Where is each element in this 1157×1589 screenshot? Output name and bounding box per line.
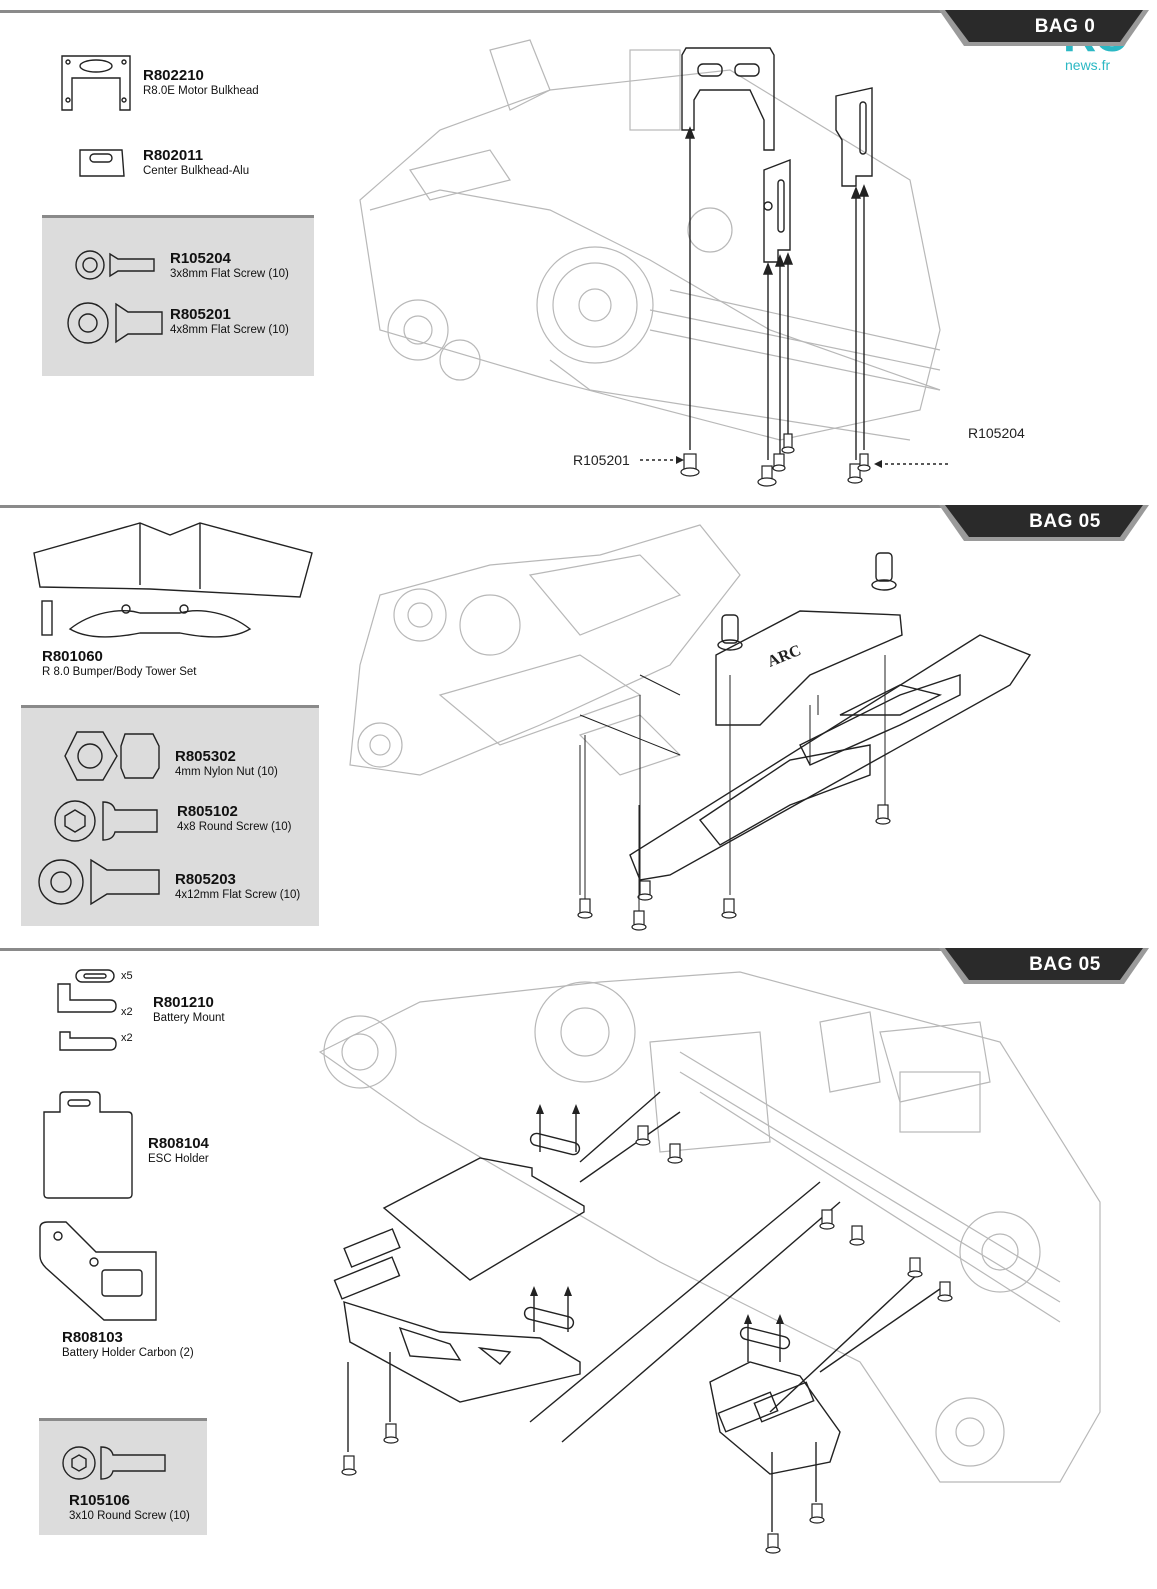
assembly-diagram-bumper: ARC xyxy=(349,524,1032,931)
part-code: R801060 xyxy=(42,648,103,665)
callout-label: R105204 xyxy=(968,425,1025,441)
part-name: Battery Mount xyxy=(153,1012,225,1024)
part-name: Battery Holder Carbon (2) xyxy=(62,1347,194,1359)
part-code: R105204 xyxy=(170,250,231,267)
qty-label: x2 xyxy=(121,1006,133,1018)
part-name: 4mm Nylon Nut (10) xyxy=(175,766,278,778)
battery-holder-carbon-icon xyxy=(39,1221,157,1321)
assembly-diagram-battery-esc xyxy=(318,971,1101,1554)
assembly-diagram-motor-bulkhead xyxy=(359,39,950,487)
part-code: R805102 xyxy=(177,803,238,820)
part-name: 3x10 Round Screw (10) xyxy=(69,1510,190,1522)
hardware-box: R805302 4mm Nylon Nut (10) R805102 4x8 R… xyxy=(21,705,319,926)
section-1: BAG 0 R802210 R8.0E Motor Bulkhead R8020… xyxy=(0,0,1157,505)
part-code: R802011 xyxy=(143,147,204,164)
flat-screw-4x12-icon xyxy=(38,858,160,906)
part-bumper-body-tower: R801060 R 8.0 Bumper/Body Tower Set xyxy=(42,648,196,678)
part-name: 4x12mm Flat Screw (10) xyxy=(175,889,301,901)
part-code: R808104 xyxy=(148,1135,209,1152)
nylon-nut-icon xyxy=(64,731,160,781)
part-code: R805302 xyxy=(175,748,236,765)
section-divider xyxy=(0,10,1145,13)
part-name: 4x8mm Flat Screw (10) xyxy=(170,324,289,336)
esc-holder-icon xyxy=(43,1091,133,1199)
logo-news-text: news.fr xyxy=(1065,57,1111,73)
flat-screw-4x8-icon xyxy=(67,302,163,344)
tower-label-text: ARC xyxy=(765,642,804,671)
bumper-body-tower-icon xyxy=(33,522,313,638)
hardware-box: R105204 3x8mm Flat Screw (10) R805201 4x… xyxy=(42,215,314,376)
hardware-item: R805102 4x8 Round Screw (10) xyxy=(177,803,291,833)
round-screw-3x10-icon xyxy=(62,1446,166,1480)
part-motor-bulkhead: R802210 R8.0E Motor Bulkhead xyxy=(143,67,259,97)
part-name: R8.0E Motor Bulkhead xyxy=(143,85,259,97)
part-name: ESC Holder xyxy=(148,1153,209,1165)
center-bulkhead-icon xyxy=(79,149,125,177)
hardware-item: R105106 3x10 Round Screw (10) xyxy=(69,1492,190,1522)
part-battery-mount: R801210 Battery Mount xyxy=(153,994,225,1024)
bag-label-banner: BAG 05 xyxy=(939,505,1149,541)
hardware-box: R105106 3x10 Round Screw (10) xyxy=(39,1418,207,1535)
part-name: 4x8 Round Screw (10) xyxy=(177,821,292,833)
part-code: R805201 xyxy=(170,306,231,323)
motor-bulkhead-icon xyxy=(61,55,131,111)
section-divider xyxy=(0,948,1145,951)
bag-label: BAG 05 xyxy=(1029,954,1101,975)
part-name: Center Bulkhead-Alu xyxy=(143,165,250,177)
hardware-item: R105204 3x8mm Flat Screw (10) xyxy=(170,250,289,280)
part-name: 3x8mm Flat Screw (10) xyxy=(170,268,289,280)
bag-label-banner: BAG 05 xyxy=(939,948,1149,984)
section-divider xyxy=(0,505,1145,508)
qty-label: x2 xyxy=(121,1032,133,1044)
part-battery-holder-carbon: R808103 Battery Holder Carbon (2) xyxy=(62,1329,194,1359)
battery-mount-icon xyxy=(57,969,117,1051)
bag-label: BAG 05 xyxy=(1029,511,1101,532)
part-name: R 8.0 Bumper/Body Tower Set xyxy=(42,666,197,678)
part-code: R105106 xyxy=(69,1492,130,1509)
part-code: R802210 xyxy=(143,67,204,84)
part-esc-holder: R808104 ESC Holder xyxy=(148,1135,209,1165)
part-code: R808103 xyxy=(62,1329,123,1346)
qty-label: x5 xyxy=(121,970,133,982)
part-code: R805203 xyxy=(175,871,236,888)
section-2: BAG 05 R801060 R 8.0 Bumper/Body Tower S… xyxy=(0,505,1157,945)
section-3: BAG 05 x5 x2 x2 R801210 Battery Mount R8… xyxy=(0,948,1157,1589)
part-code: R801210 xyxy=(153,994,214,1011)
hardware-item: R805203 4x12mm Flat Screw (10) xyxy=(175,871,300,901)
round-screw-4x8-icon xyxy=(54,800,158,842)
bag-label: BAG 0 xyxy=(1034,16,1096,37)
hardware-item: R805302 4mm Nylon Nut (10) xyxy=(175,748,278,778)
hardware-item: R805201 4x8mm Flat Screw (10) xyxy=(170,306,289,336)
flat-screw-3x8-icon xyxy=(75,250,155,280)
bag-label-banner: BAG 0 xyxy=(939,10,1149,46)
callout-label: R105201 xyxy=(573,452,630,468)
part-center-bulkhead: R802011 Center Bulkhead-Alu xyxy=(143,147,249,177)
